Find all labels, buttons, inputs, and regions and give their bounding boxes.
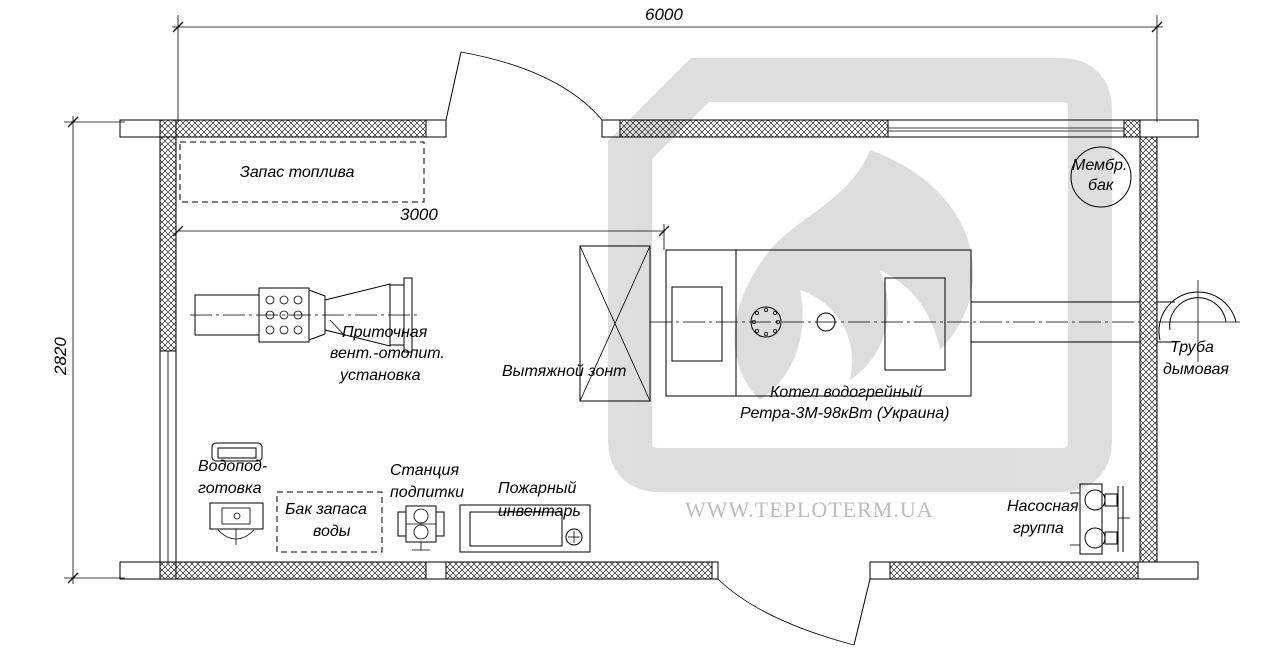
- chimney-label-2: дымовая: [1163, 361, 1229, 378]
- membrane-tank-label-2: бак: [1088, 177, 1115, 194]
- pump-group-label-2: группа: [1013, 520, 1064, 537]
- water-treatment-unit: [209, 442, 264, 545]
- makeup-station-icon: [397, 505, 445, 551]
- dimension-overall-length: 6000: [172, 5, 1163, 122]
- dimension-overall-length-text: 6000: [645, 5, 683, 24]
- pump-group-icon: [1070, 483, 1130, 555]
- makeup-station-label-2: подпитки: [390, 484, 464, 501]
- flue-duct: [971, 301, 1175, 343]
- exhaust-hood-label: Вытяжной зонт: [502, 363, 626, 380]
- supply-unit-label-2: вент.-отопит.: [330, 345, 445, 362]
- fuel-reserve-area: [179, 141, 425, 203]
- boiler-label-2: Ретра-3М-98кВт (Украина): [740, 405, 950, 422]
- makeup-station-label-1: Станция: [390, 462, 459, 479]
- membrane-tank-label-1: Мембр.: [1072, 157, 1127, 174]
- fan-grid-icon: [265, 295, 303, 335]
- fire-equipment-label-1: Пожарный: [498, 480, 577, 497]
- boiler-label-1: Котел водогрейный: [770, 384, 922, 401]
- door-bottom: [717, 578, 871, 646]
- dimension-inner-length-text: 3000: [400, 205, 438, 224]
- pump-group-label-1: Насосная: [1007, 498, 1079, 515]
- dimension-inner-length: 3000: [172, 205, 670, 250]
- exhaust-hood: [579, 245, 651, 402]
- supply-unit-label-1: Приточная: [342, 324, 428, 341]
- supply-unit-label-3: установка: [339, 367, 421, 384]
- watermark-logo-icon: [608, 58, 1112, 492]
- fuel-reserve-label: Запас топлива: [240, 164, 354, 181]
- door-top: [445, 51, 603, 121]
- chimney-label-1: Труба: [1170, 339, 1214, 356]
- burner-flange-icon: [750, 306, 782, 338]
- building-walls: [119, 119, 1199, 580]
- dimension-width-text: 2820: [51, 337, 70, 376]
- watermark-text: WWW.TEPLOTERM.UA: [685, 497, 934, 522]
- water-storage-tank: [276, 491, 383, 553]
- boiler: [650, 249, 1140, 397]
- water-treatment-label-1: Водопод-: [198, 458, 267, 475]
- fire-equipment: [459, 504, 591, 553]
- chimney-icon: [1158, 280, 1240, 362]
- membrane-tank: Мембр. бак: [1070, 146, 1132, 208]
- dimension-width: 2820: [51, 116, 125, 584]
- fire-equipment-label-2: инвентарь: [498, 503, 581, 520]
- water-treatment-label-2: готовка: [198, 480, 262, 497]
- water-tank-label-1: Бак запаса: [285, 501, 367, 518]
- water-tank-label-2: воды: [313, 523, 351, 540]
- supply-ventilation-unit: [190, 277, 420, 353]
